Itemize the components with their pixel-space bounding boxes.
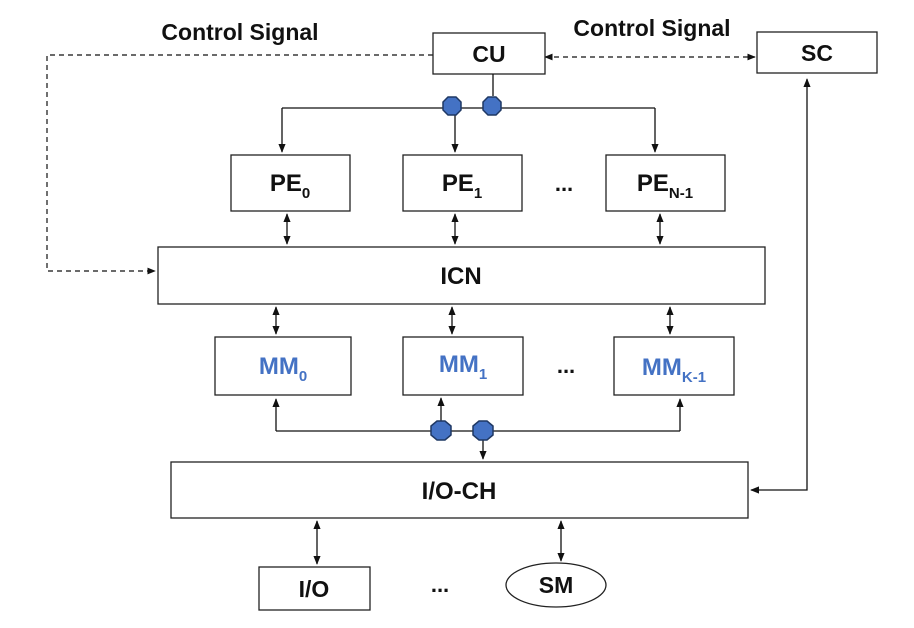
pe1-subscript: 1 xyxy=(474,185,482,202)
ioch-label: I/O-CH xyxy=(422,478,497,505)
pe0-box: PE0 xyxy=(230,154,351,212)
pe0-subscript: 0 xyxy=(302,185,310,202)
mmk-box: MMK-1 xyxy=(613,336,735,396)
svg-text:MMK-1: MMK-1 xyxy=(642,354,706,386)
cu-label: CU xyxy=(472,41,505,67)
mm1-subscript: 1 xyxy=(479,366,487,383)
control-signal-right-label: Control Signal xyxy=(573,15,730,41)
pe1-box: PE1 xyxy=(402,154,523,212)
mm-ellipsis: ... xyxy=(557,353,575,378)
pen-box: PEN-1 xyxy=(605,154,726,212)
mm-bus-node-left xyxy=(430,420,452,441)
pen-label: PE xyxy=(637,170,669,197)
icn-label: ICN xyxy=(440,263,481,290)
sm-ellipse: SM xyxy=(505,562,607,608)
sm-label: SM xyxy=(539,572,574,598)
mm1-box: MM1 xyxy=(402,336,524,396)
pe1-label: PE xyxy=(442,170,474,197)
io-ellipsis: ... xyxy=(431,572,449,597)
sc-ioch-line xyxy=(750,78,811,494)
mm0-label: MM xyxy=(259,353,299,380)
ioch-box: I/O-CH xyxy=(170,461,749,519)
pen-subscript: N-1 xyxy=(669,185,693,202)
svg-text:PE0: PE0 xyxy=(270,170,310,202)
mm-bus-node-right xyxy=(472,420,494,441)
icn-box: ICN xyxy=(157,246,766,305)
svg-text:MM0: MM0 xyxy=(259,353,307,385)
mm0-subscript: 0 xyxy=(299,368,307,385)
svg-text:PEN-1: PEN-1 xyxy=(637,170,693,202)
mmk-subscript: K-1 xyxy=(682,369,706,386)
cu-box: CU xyxy=(432,32,546,75)
bus-node-left xyxy=(442,96,462,116)
io-box: I/O xyxy=(258,566,371,611)
control-signal-left-label: Control Signal xyxy=(161,19,318,45)
mm0-box: MM0 xyxy=(214,336,352,396)
sc-box: SC xyxy=(756,31,878,74)
sc-label: SC xyxy=(801,40,833,66)
pe0-label: PE xyxy=(270,170,302,197)
mm1-label: MM xyxy=(439,351,479,378)
mmk-label: MM xyxy=(642,354,682,381)
svg-text:PE1: PE1 xyxy=(442,170,482,202)
io-label: I/O xyxy=(299,576,330,602)
svg-text:MM1: MM1 xyxy=(439,351,487,383)
bus-node-right xyxy=(482,96,502,116)
control-signal-line-cu-icn xyxy=(46,54,433,275)
pe-ellipsis: ... xyxy=(555,171,573,196)
